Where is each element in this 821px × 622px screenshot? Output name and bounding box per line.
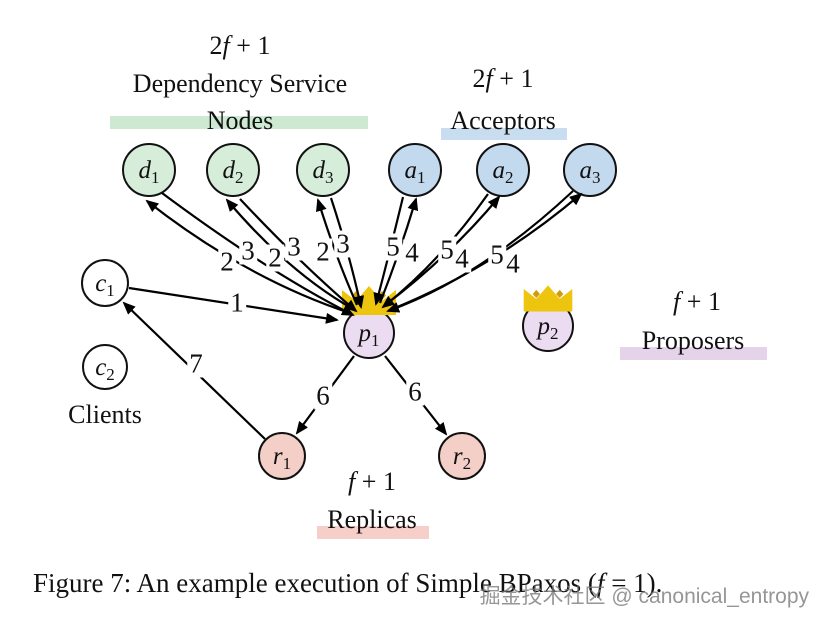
edge-label-2: 2 — [314, 236, 332, 267]
node-r1-label: r1 — [272, 442, 292, 473]
node-a2: a2 — [476, 143, 530, 197]
dependency-name-line2: Nodes — [206, 106, 274, 135]
edge-label-2: 2 — [266, 242, 284, 273]
edge-label-2: 2 — [218, 246, 236, 277]
edge-label-7: 7 — [187, 348, 205, 379]
edge-label-3: 3 — [285, 231, 303, 262]
edge-label-6: 6 — [314, 380, 332, 411]
edge-label-4: 4 — [403, 237, 421, 268]
edge-label-5: 5 — [488, 239, 506, 270]
clients-name: Clients — [68, 400, 142, 429]
node-c1-label: c1 — [95, 269, 115, 300]
count-suffix: + 1 — [229, 31, 271, 60]
node-p1: p1 — [343, 307, 395, 359]
node-a3-label: a3 — [579, 156, 601, 187]
count-var: f — [485, 64, 493, 93]
node-r2-label: r2 — [452, 442, 472, 473]
node-p1-label: p1 — [358, 319, 380, 350]
caption-var: f — [596, 568, 605, 598]
node-c2-label: c2 — [95, 353, 115, 384]
acceptors-highlight-band — [441, 128, 567, 140]
edge-label-6: 6 — [406, 376, 424, 407]
proposers-highlight-band — [620, 347, 767, 360]
crown-shape — [342, 286, 396, 315]
edge-label-4: 4 — [504, 248, 522, 279]
watermark-text: 掘金技术社区 @ canonical_entropy — [479, 585, 809, 608]
node-c2: c2 — [82, 344, 128, 390]
count-var: f — [222, 31, 230, 60]
node-a1-label: a1 — [404, 156, 426, 187]
count-suffix: + 1 — [680, 287, 721, 316]
proposers-name: Proposers — [641, 326, 745, 355]
node-a1: a1 — [388, 143, 442, 197]
count-suffix: + 1 — [355, 467, 396, 496]
dependency-highlight-band — [110, 116, 368, 129]
count-var: f — [348, 467, 356, 496]
node-d3: d3 — [296, 143, 350, 197]
figure-caption: Figure 7: An example execution of Simple… — [33, 568, 662, 599]
node-p2-label: p2 — [537, 312, 559, 343]
node-c1: c1 — [81, 259, 129, 307]
crown-icon — [342, 286, 396, 315]
caption-text: Figure 7: An example execution of Simple… — [33, 568, 597, 598]
edge-label-3: 3 — [334, 228, 352, 259]
dependency-count-label: 2f + 1 — [140, 31, 340, 61]
crown-shape — [523, 285, 573, 312]
node-d1: d1 — [122, 143, 176, 197]
acceptors-count-label: 2f + 1 — [403, 64, 603, 94]
crown-icon — [523, 285, 573, 312]
node-d2-label: d2 — [222, 156, 244, 187]
replicas-name: Replicas — [327, 505, 417, 534]
count-prefix: 2 — [209, 31, 223, 60]
node-r2: r2 — [438, 432, 486, 480]
node-a2-label: a2 — [492, 156, 514, 187]
edge-label-3: 3 — [239, 235, 257, 266]
node-a3: a3 — [563, 143, 617, 197]
node-r1: r1 — [258, 432, 306, 480]
count-prefix: 2 — [472, 64, 486, 93]
caption-text: = 1). — [604, 568, 663, 598]
edge-label-4: 4 — [453, 243, 471, 274]
edge-label-5: 5 — [384, 231, 402, 262]
node-d2: d2 — [206, 143, 260, 197]
replicas-count-label: f + 1 — [272, 467, 472, 497]
node-d1-label: d1 — [138, 156, 160, 187]
count-suffix: + 1 — [492, 64, 534, 93]
edge-label-1: 1 — [228, 287, 246, 318]
node-d3-label: d3 — [312, 156, 334, 187]
replicas-highlight-band — [317, 526, 429, 539]
proposers-count-label: f + 1 — [597, 287, 797, 317]
count-var: f — [673, 287, 681, 316]
dependency-name-line1: Dependency Service — [132, 69, 348, 98]
acceptors-name: Acceptors — [450, 106, 556, 135]
